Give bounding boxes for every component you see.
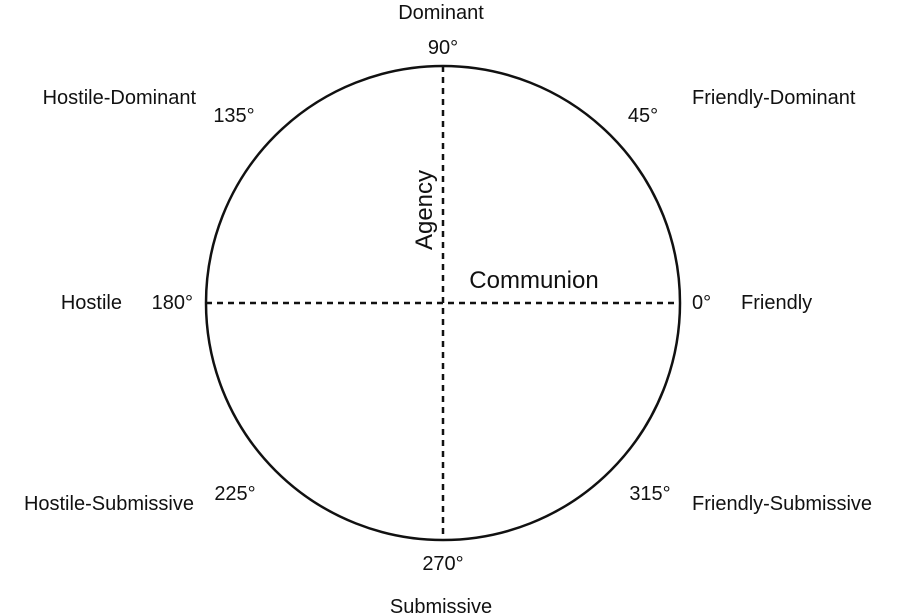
degree-270: 270° — [422, 553, 463, 575]
degree-225: 225° — [214, 483, 255, 505]
label-hostile: Hostile — [61, 292, 122, 314]
label-friendly: Friendly — [741, 292, 812, 314]
label-friendly-dominant: Friendly-Dominant — [692, 87, 856, 109]
degree-180: 180° — [152, 292, 193, 314]
label-friendly-submissive: Friendly-Submissive — [692, 493, 872, 515]
degree-0: 0° — [692, 292, 711, 314]
degree-90: 90° — [428, 37, 458, 59]
degree-45: 45° — [628, 105, 658, 127]
axis-title-communion: Communion — [469, 267, 598, 294]
label-hostile-dominant: Hostile-Dominant — [43, 87, 197, 109]
axis-title-agency: Agency — [411, 170, 438, 250]
label-dominant: Dominant — [398, 2, 484, 24]
label-hostile-submissive: Hostile-Submissive — [24, 493, 194, 515]
degree-315: 315° — [629, 483, 670, 505]
degree-135: 135° — [213, 105, 254, 127]
label-submissive: Submissive — [390, 596, 492, 616]
